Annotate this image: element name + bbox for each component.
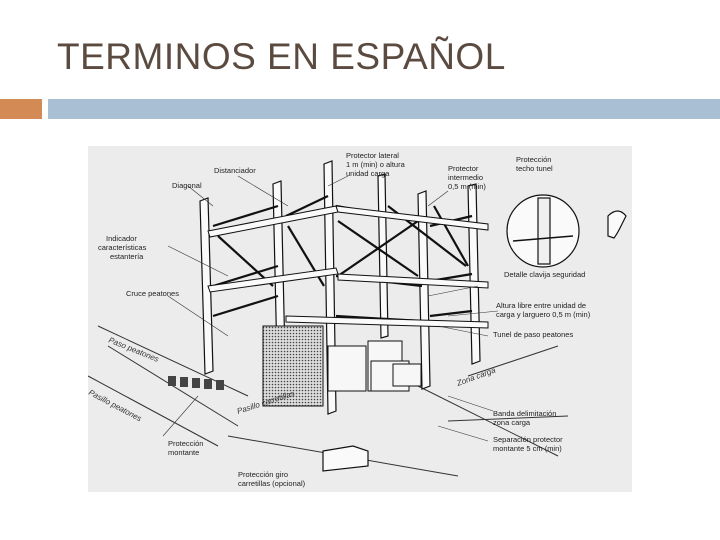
label-altura-libre-2: carga y larguero 0,5 m (min) — [496, 310, 591, 319]
label-proteccion-giro-2: carretillas (opcional) — [238, 479, 306, 488]
label-protector-lateral-1: Protector lateral — [346, 151, 399, 160]
label-cruce-peatones: Cruce peatones — [126, 289, 179, 298]
slide-title: TERMINOS EN ESPAÑOL — [57, 36, 506, 77]
label-proteccion-techo-1: Protección — [516, 155, 551, 164]
label-altura-libre-1: Altura libre entre unidad de — [496, 301, 586, 310]
label-distanciador: Distanciador — [214, 166, 256, 175]
label-protector-intermedio-1: Protector — [448, 164, 479, 173]
rack-beams — [207, 205, 489, 329]
label-indicador-3: estantería — [110, 252, 144, 261]
floor-paso-peatones: Paso peatones — [107, 336, 160, 364]
label-diagonal: Diagonal — [172, 181, 202, 190]
detail-circle — [506, 194, 627, 268]
floor-zona-carga: Zona carga — [455, 365, 498, 388]
floor-pasillo-peatones: Pasillo peatones — [88, 388, 143, 424]
label-separacion-2: montante 5 cm (min) — [493, 444, 562, 453]
floor-lines — [88, 325, 569, 477]
floor-bumpers — [168, 376, 224, 390]
label-indicador-1: Indicador — [106, 234, 137, 243]
leader-lines — [162, 175, 499, 442]
label-banda-2: zona carga — [493, 418, 531, 427]
label-protector-intermedio-3: 0,5 m (min) — [448, 182, 486, 191]
accent-bar — [48, 99, 720, 119]
label-proteccion-giro-1: Protección giro — [238, 470, 288, 479]
label-protector-intermedio-2: intermedio — [448, 173, 483, 182]
label-indicador-2: características — [98, 243, 147, 252]
rack-bracing — [212, 195, 473, 323]
rack-diagram-drawing: Distanciador Diagonal Indicador caracter… — [88, 151, 627, 488]
label-proteccion-techo-2: techo tunel — [516, 164, 553, 173]
label-tunel-paso: Tunel de paso peatones — [493, 330, 573, 339]
load-boxes — [327, 340, 422, 392]
label-protector-lateral-2: 1 m (min) o altura — [346, 160, 406, 169]
label-proteccion-montante-2: montante — [168, 448, 199, 457]
accent-block — [0, 99, 42, 119]
pedestrian-tunnel — [262, 325, 324, 407]
label-separacion-1: Separación protector — [493, 435, 563, 444]
label-protector-lateral-3: unidad carga — [346, 169, 390, 178]
corner-protection — [322, 445, 369, 472]
label-detalle-clavija: Detalle clavija seguridad — [504, 270, 585, 279]
rack-diagram: Distanciador Diagonal Indicador caracter… — [88, 146, 632, 492]
label-banda-1: Banda delimitación — [493, 409, 556, 418]
label-proteccion-montante-1: Protección — [168, 439, 203, 448]
